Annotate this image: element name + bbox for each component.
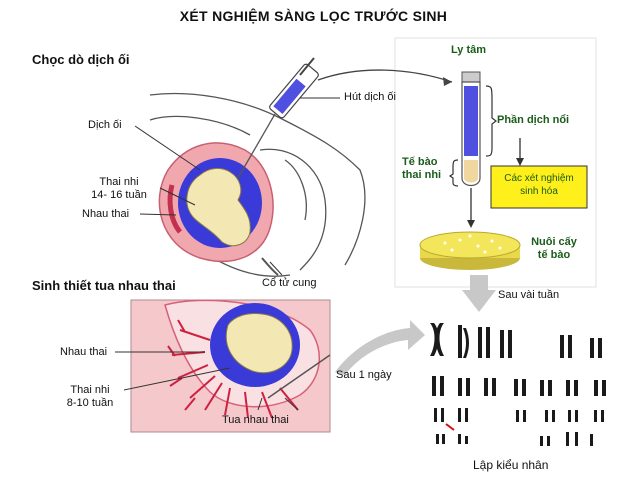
fetus-14-16-weeks	[186, 167, 251, 247]
label-karyotype: Lập kiểu nhân	[473, 458, 549, 472]
karyotype-chromosomes	[430, 323, 606, 446]
chorionic-villi	[167, 319, 299, 419]
label-fetus-amnio-2: 14- 16 tuần	[91, 189, 147, 201]
label-suction: Hút dịch ối	[344, 91, 396, 103]
amnio-uterus	[158, 142, 279, 276]
flow-arrow-right	[335, 320, 425, 375]
arrow-to-centrifuge	[317, 69, 453, 83]
amnio-heading: Chọc dò dịch ối	[32, 52, 130, 67]
fetus-8-10-weeks	[225, 313, 293, 374]
abnormal-marker-icon	[445, 423, 455, 431]
label-biochem-1: Các xét nghiệm	[504, 173, 574, 184]
cvs-catheter	[267, 354, 331, 399]
label-biochem-2: sinh hóa	[520, 186, 558, 197]
label-fetus-cvs-2: 8-10 tuần	[66, 397, 114, 409]
label-villi: Tua nhau thai	[222, 414, 289, 426]
label-supernatant: Phần dịch nổi	[497, 114, 570, 126]
label-culture-1: Nuôi cấy	[531, 236, 577, 248]
flow-arrow-down	[462, 275, 496, 312]
label-fetus-cvs-1: Thai nhi	[70, 384, 110, 396]
label-cervix: Cổ tử cung	[262, 277, 317, 289]
fetal-cells-bracket	[448, 159, 459, 187]
cvs-heading: Sinh thiết tua nhau thai	[32, 278, 176, 293]
label-fetal-cells-1: Tế bào	[402, 156, 438, 168]
pointer-lines	[115, 97, 340, 411]
label-placenta-amnio: Nhau thai	[82, 208, 130, 220]
syringe-icon	[237, 57, 319, 179]
label-amniotic-fluid: Dịch ối	[88, 119, 122, 131]
page-title: XÉT NGHIỆM SÀNG LỌC TRƯỚC SINH	[179, 8, 448, 24]
cvs-uterus	[164, 299, 321, 419]
label-after-day: Sau 1 ngày	[336, 369, 392, 381]
label-centrifuge: Ly tâm	[451, 44, 487, 56]
centrifuge-tube-icon	[461, 71, 481, 187]
biochemistry-box	[490, 165, 588, 209]
label-fetal-cells-2: thai nhi	[402, 169, 442, 181]
label-fetus-amnio-1: Thai nhi	[99, 176, 139, 188]
label-placenta-cvs: Nhau thai	[60, 346, 108, 358]
amnio-placenta	[167, 184, 183, 234]
culture-dish-icon	[419, 231, 521, 270]
cervix	[261, 257, 279, 276]
label-after-weeks: Sau vài tuần	[498, 289, 560, 301]
supernatant-bracket	[485, 85, 497, 157]
label-culture-2: tế bào	[537, 249, 571, 261]
